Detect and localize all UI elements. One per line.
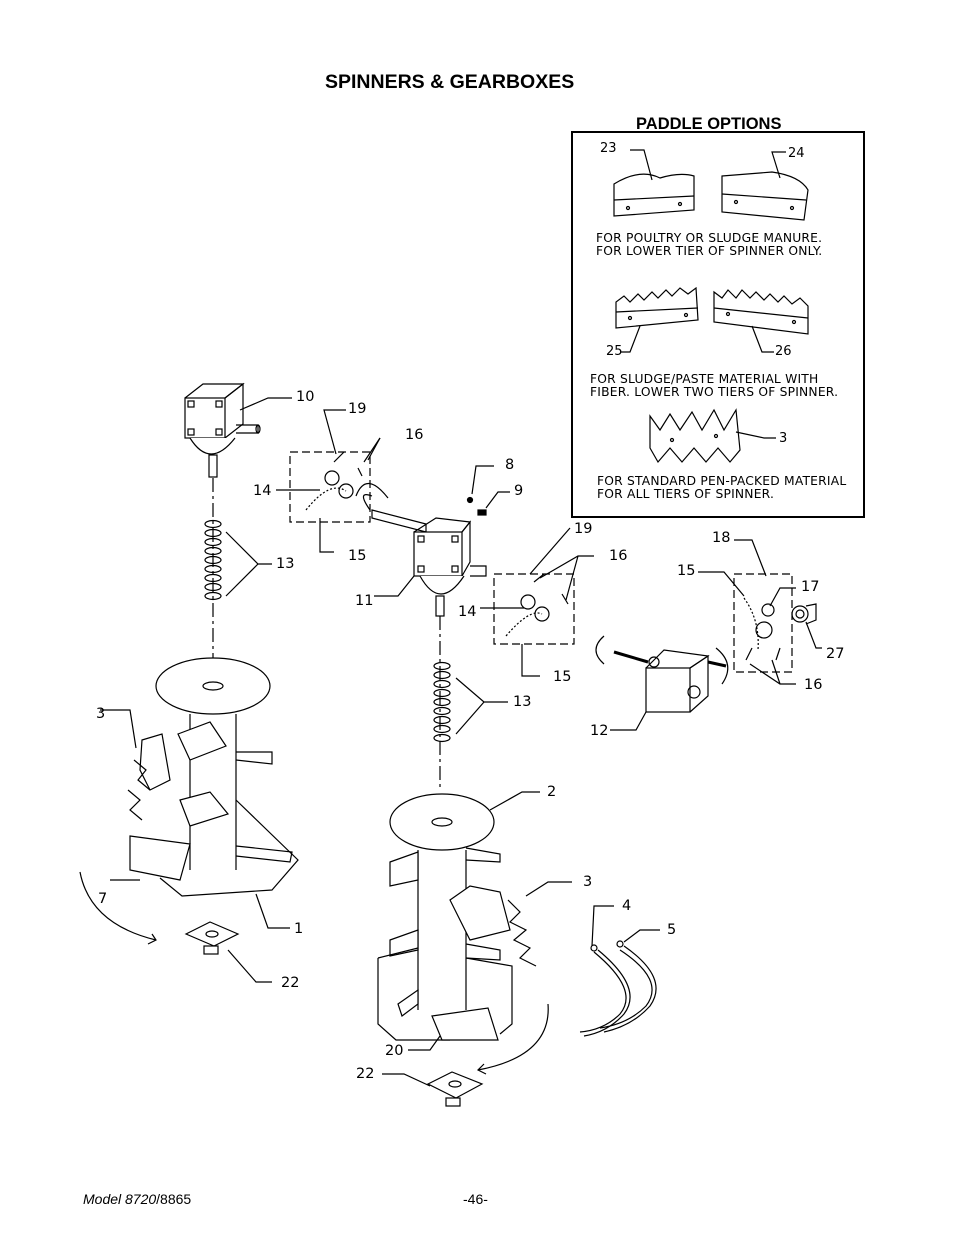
callout-12: 12 [590,723,609,739]
paddle-25-icon [615,286,699,353]
callout-8: 8 [505,457,515,473]
page-title: SPINNERS & GEARBOXES [325,71,575,93]
gearbox-11-icon [355,482,487,617]
paddle-options-box [571,131,865,518]
callout-18: 18 [712,530,731,546]
bearing-22b-icon [382,1071,484,1107]
callout-11: 11 [355,593,374,609]
callout-13a: 13 [276,556,295,572]
callout-10: 10 [296,389,315,405]
paddle-3-inset-icon [649,408,776,464]
chain-drive-left-icon [276,409,381,553]
callout-15c: 15 [677,563,696,579]
callout-27: 27 [826,646,845,662]
callout-15b: 15 [553,669,572,685]
chain-drive-center-icon [480,527,594,677]
spinner-center-icon [377,791,572,1075]
gearbox-12-icon [595,635,729,731]
callout-19a: 19 [348,401,367,417]
note-poultry-line2: FOR LOWER TIER OF SPINNER ONLY. [596,244,823,258]
callout-5: 5 [667,922,677,938]
callout-14b: 14 [458,604,477,620]
note-sludge-line2: FIBER. LOWER TWO TIERS OF SPINNER. [590,385,839,399]
callout-20: 20 [385,1043,404,1059]
callout-14a: 14 [253,483,272,499]
callout-3-inset: 3 [779,431,788,446]
callout-3b: 3 [583,874,593,890]
callout-16b: 16 [609,548,628,564]
callout-2: 2 [547,784,557,800]
callout-24: 24 [788,146,805,161]
bearing-22a-icon [184,921,272,983]
callout-9: 9 [514,483,524,499]
bolt-8-9-icon [466,465,510,516]
note-standard-line2: FOR ALL TIERS OF SPINNER. [597,487,775,501]
spinner-left-icon [79,657,299,945]
callout-7: 7 [98,891,108,907]
callout-16a: 16 [405,427,424,443]
page-number: -46- [463,1191,488,1207]
callout-26: 26 [775,344,792,359]
callout-13b: 13 [513,694,532,710]
chain-drive-right-icon [698,539,822,685]
gearbox-10-icon [184,382,292,478]
washer-stack-13a-icon [204,519,272,601]
paddle-23-icon [613,149,695,217]
callout-16c: 16 [804,677,823,693]
callout-17: 17 [801,579,820,595]
callout-1: 1 [294,921,304,937]
callout-4: 4 [622,898,632,914]
paddle-24-icon [721,151,809,221]
note-sludge-line1: FOR SLUDGE/PASTE MATERIAL WITH [590,372,819,386]
paddle-26-icon [713,289,809,353]
callout-15a: 15 [348,548,367,564]
note-poultry-line1: FOR POULTRY OR SLUDGE MANURE. [596,231,823,245]
callout-3a: 3 [96,706,106,722]
callout-19b: 19 [574,521,593,537]
note-standard-line1: FOR STANDARD PEN-PACKED MATERIAL [597,474,847,488]
callout-22b: 22 [356,1066,375,1082]
callout-22a: 22 [281,975,300,991]
footer-model: Model 8720/8865 [83,1191,192,1207]
paddle-options-title: PADDLE OPTIONS [636,115,782,133]
callout-25: 25 [606,344,623,359]
hoses-4-5-icon [579,905,660,1037]
washer-stack-13b-icon [433,661,508,743]
callout-23: 23 [600,141,617,156]
